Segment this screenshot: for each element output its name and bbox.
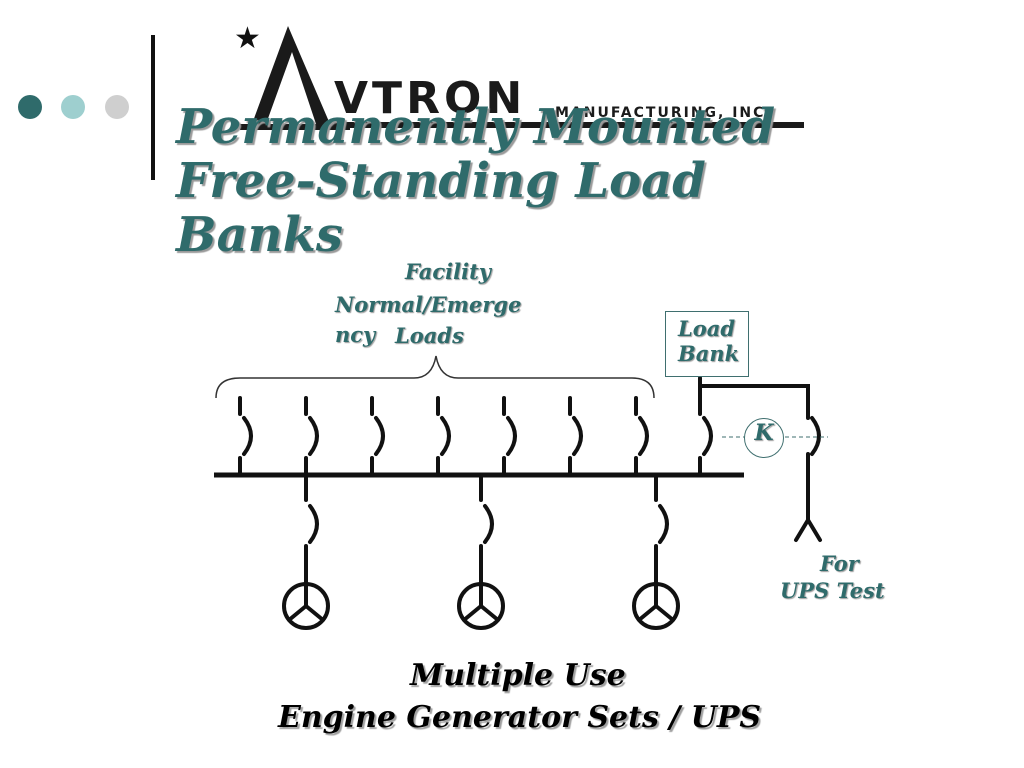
facility-label-line-2: Normal/Emerge [335,292,522,317]
load-bank-breaker [698,376,713,477]
load-bank-label-line-2: Bank [678,341,740,366]
vertical-divider [151,35,155,180]
generator-feeds [282,473,680,630]
load-bank-label-line-1: Load [678,316,736,341]
feeder-breaker-7 [634,396,649,477]
ups-test-connector [794,518,822,542]
generator-wye-3 [637,582,675,622]
generator-wye-2 [462,582,500,622]
logo-star-icon: ★ [234,21,261,56]
logo-brand-text: VTRON [334,73,526,124]
logo-subline-text: MANUFACTURING, INC. [555,105,773,121]
feeder-breaker-1 [238,396,253,477]
decorative-dot-2 [61,95,85,119]
generator-breaker-2 [479,473,494,586]
feeder-breaker-6 [568,396,583,477]
decorative-dot-1 [18,95,42,119]
contactor-k-label: K [754,420,774,446]
title-line-3: Banks [176,207,343,263]
ups-test-label-line-2: UPS Test [780,578,885,603]
generator-breaker-1 [304,473,319,586]
title-line-2: Free-Standing Load [176,153,706,209]
facility-loads-brace [215,355,655,399]
generator-breaker-3 [654,473,669,586]
generator-wye-1 [287,582,325,622]
feeder-breaker-3 [370,396,385,477]
page-title: Permanently Mounted Free-Standing Load B… [176,100,816,262]
feeder-breaker-4 [436,396,451,477]
load-bank-box [665,311,749,377]
feeder-breaker-2 [304,396,319,477]
facility-label-line-1: Facility [405,259,491,284]
caption-line-1: Multiple Use [410,658,626,693]
facility-label-line-3: ncy [335,322,376,347]
feeder-breakers [238,376,713,477]
load-bank-connection [698,378,810,412]
ups-test-breaker [806,410,821,522]
contactor-k-circle [744,418,784,458]
facility-label-line-4: Loads [395,323,464,348]
ups-test-label-line-1: For [820,551,859,576]
feeder-breaker-5 [502,396,517,477]
avtron-logo: ★ VTRON MANUFACTURING, INC. [234,21,804,130]
title-line-1: Permanently Mounted [176,99,776,155]
decorative-dot-3 [105,95,129,119]
caption-line-2: Engine Generator Sets / UPS [278,700,762,735]
